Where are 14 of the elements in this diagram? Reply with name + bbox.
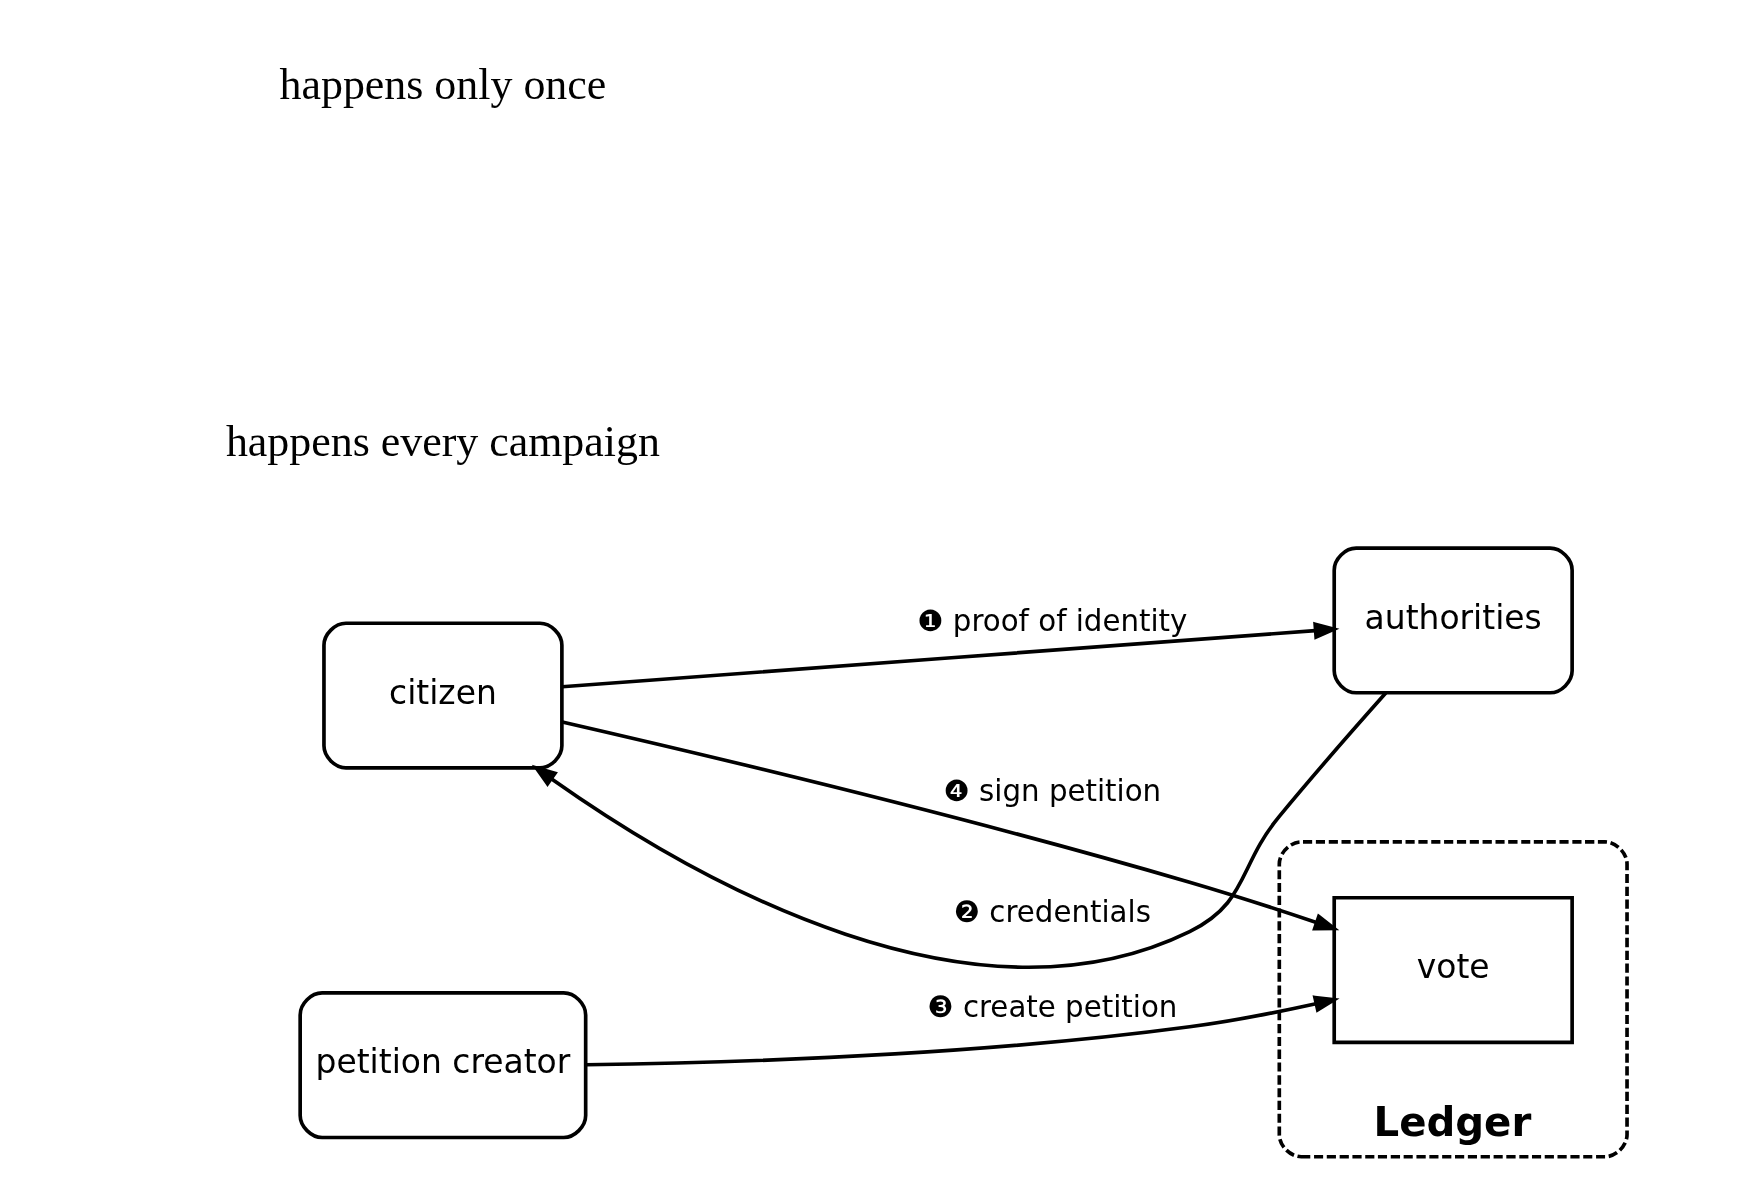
arrow [531, 691, 1388, 969]
node-box: vote [1332, 895, 1574, 1045]
label: happens only once [279, 60, 607, 110]
arrow [562, 621, 1340, 689]
edge-label: ❹ sign petition [943, 774, 1162, 809]
arrow [586, 995, 1340, 1067]
node-box: authorities [1332, 546, 1574, 695]
edge-label: ❸ create petition [927, 990, 1178, 1025]
node-box: citizen [322, 621, 564, 770]
edge-label: ❷ credentials [953, 895, 1151, 930]
arrow [561, 720, 1340, 931]
edge-label: ❶ proof of identity [917, 604, 1188, 639]
node-box: petition creator [298, 991, 588, 1140]
label: happens every campaign [225, 417, 660, 467]
